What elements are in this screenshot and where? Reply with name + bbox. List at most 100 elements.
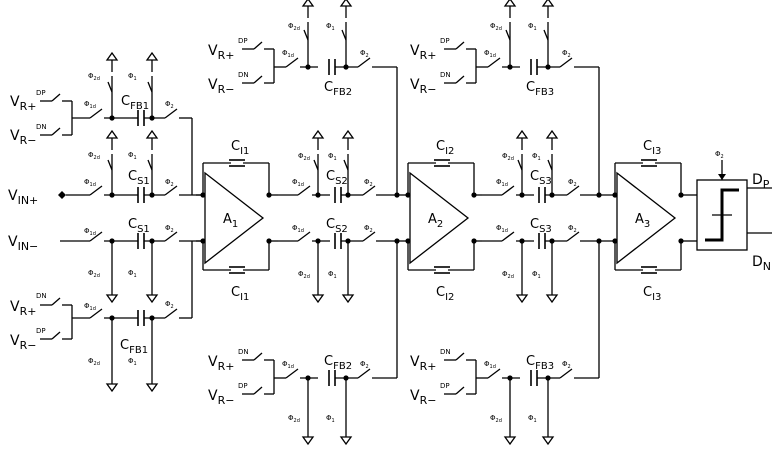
phase-label: Φ1 [128, 357, 137, 367]
ground-arrow-down [341, 283, 355, 304]
cap-cfb2-top [328, 59, 336, 75]
amplifier-a3 [616, 171, 677, 265]
a2-label: A2 [428, 212, 443, 230]
switch-blade [89, 185, 103, 196]
cap-cfb3-top-vrp: VR+ [410, 43, 436, 62]
capacitor [641, 266, 657, 274]
switch-blade [455, 352, 465, 361]
switch-blade [559, 57, 573, 68]
vref-plus-label: VR+ [10, 94, 36, 113]
comparator-block [696, 179, 748, 251]
vref-minus-label: VR− [10, 128, 36, 147]
ci3-bot-label: CI3 [643, 285, 661, 303]
output-dn-label: DN [752, 254, 771, 273]
phase-label: Φ2d [88, 151, 100, 161]
phase-label: Φ2 [165, 300, 174, 310]
switch-blade [285, 57, 299, 68]
phase-label: Φ2 [360, 49, 369, 59]
switch-blade [341, 29, 347, 41]
supply-arrow-up [145, 51, 159, 72]
switch-blade [455, 41, 465, 50]
phase-label: Φ1d [282, 49, 294, 59]
a1-label: A1 [223, 212, 238, 230]
ground-arrow-down [145, 283, 159, 304]
cap-cfb3-top-label: CFB3 [526, 80, 554, 98]
cap-cs2-top [334, 187, 342, 203]
switch-blade [566, 231, 580, 242]
phase-label: Φ2 [165, 178, 174, 188]
phase-label: Φ2 [562, 49, 571, 59]
vref-plus-bot-label: VR+ [10, 299, 36, 318]
switch-blade [51, 297, 61, 306]
phase-label: Φ1 [326, 414, 335, 424]
supply-arrow-up [105, 129, 119, 150]
switch-blade [357, 57, 371, 68]
switch-blade [107, 81, 113, 93]
ground-arrow-down [311, 283, 325, 304]
switch-blade [297, 231, 311, 242]
cap-cfb2-top-vrp: VR+ [208, 43, 234, 62]
switch-blade [51, 93, 61, 102]
switch-blade [147, 81, 153, 93]
phase-label: Φ2d [298, 270, 310, 280]
phase-label: Φ2 [364, 178, 373, 188]
switch-blade [253, 386, 263, 395]
junction-dot [394, 192, 400, 198]
switch-blade [313, 159, 319, 171]
switch-blade [253, 75, 263, 84]
supply-arrow-up [515, 129, 529, 150]
amplifier-a2 [409, 171, 470, 265]
phase-label: Φ2d [288, 414, 300, 424]
switch-blade [559, 368, 573, 379]
junction-dot [596, 238, 602, 244]
ci2-bot-label: CI2 [436, 285, 454, 303]
switch-blade [285, 368, 299, 379]
phase-label: Φ2 [364, 224, 373, 234]
switch-blade [253, 352, 263, 361]
phase-label: Φ1d [484, 360, 496, 370]
dn-switch-label: DN [36, 123, 47, 131]
cap-cfb2-bot-sw-bot: DP [238, 382, 248, 390]
output-dp-label: DP [752, 172, 770, 191]
phase-label: Φ1 [128, 269, 137, 279]
switch-blade [253, 41, 263, 50]
cap-cfb3-top-sw-bot: DN [440, 71, 451, 79]
supply-arrow-up [145, 129, 159, 150]
switch-blade [505, 29, 511, 41]
dn-switch-bot-label: DN [36, 292, 47, 300]
cap-cs3-bot [538, 233, 546, 249]
a3-label: A3 [635, 212, 650, 230]
cap-cfb3-bot-sw-bot: DP [440, 382, 450, 390]
switch-blade [517, 159, 523, 171]
cap-cfb3-bot-vrm: VR− [410, 388, 436, 407]
cap-cs2-bot-label: CS2 [326, 217, 348, 235]
phase-label: Φ2d [88, 357, 100, 367]
cap-cfb3-top [530, 59, 538, 75]
cap-cfb3-bot-sw-top: DN [440, 348, 451, 356]
cap-cfb3-top-sw-top: DP [440, 37, 450, 45]
ground-arrow-down [545, 283, 559, 304]
ground-arrow-down [301, 425, 315, 446]
cap-cs3-bot-label: CS3 [530, 217, 552, 235]
phase-label: Φ1 [328, 270, 337, 280]
cap-cs2-top-label: CS2 [326, 169, 348, 187]
capacitor [641, 159, 657, 167]
cap-cfb3-top-vrm: VR− [410, 77, 436, 96]
vref-minus-bot-label: VR− [10, 333, 36, 352]
clock-arrow [718, 174, 726, 180]
phase-label: Φ1 [128, 151, 137, 161]
phase-label: Φ2d [288, 22, 300, 32]
switch-blade [362, 231, 376, 242]
capacitor [434, 266, 450, 274]
phase-label: Φ1d [292, 178, 304, 188]
phase-label: Φ1d [84, 302, 96, 312]
phase-label: Φ2d [298, 152, 310, 162]
switch-blade [303, 29, 309, 41]
supply-arrow-up [301, 0, 315, 18]
cap-cs1-bot [137, 233, 145, 249]
cap-cfb1-bot-label: CFB1 [120, 338, 148, 356]
phase-label: Φ1 [532, 152, 541, 162]
switch-blade [89, 231, 103, 242]
ground-arrow-down [105, 283, 119, 304]
switch-blade [455, 75, 465, 84]
